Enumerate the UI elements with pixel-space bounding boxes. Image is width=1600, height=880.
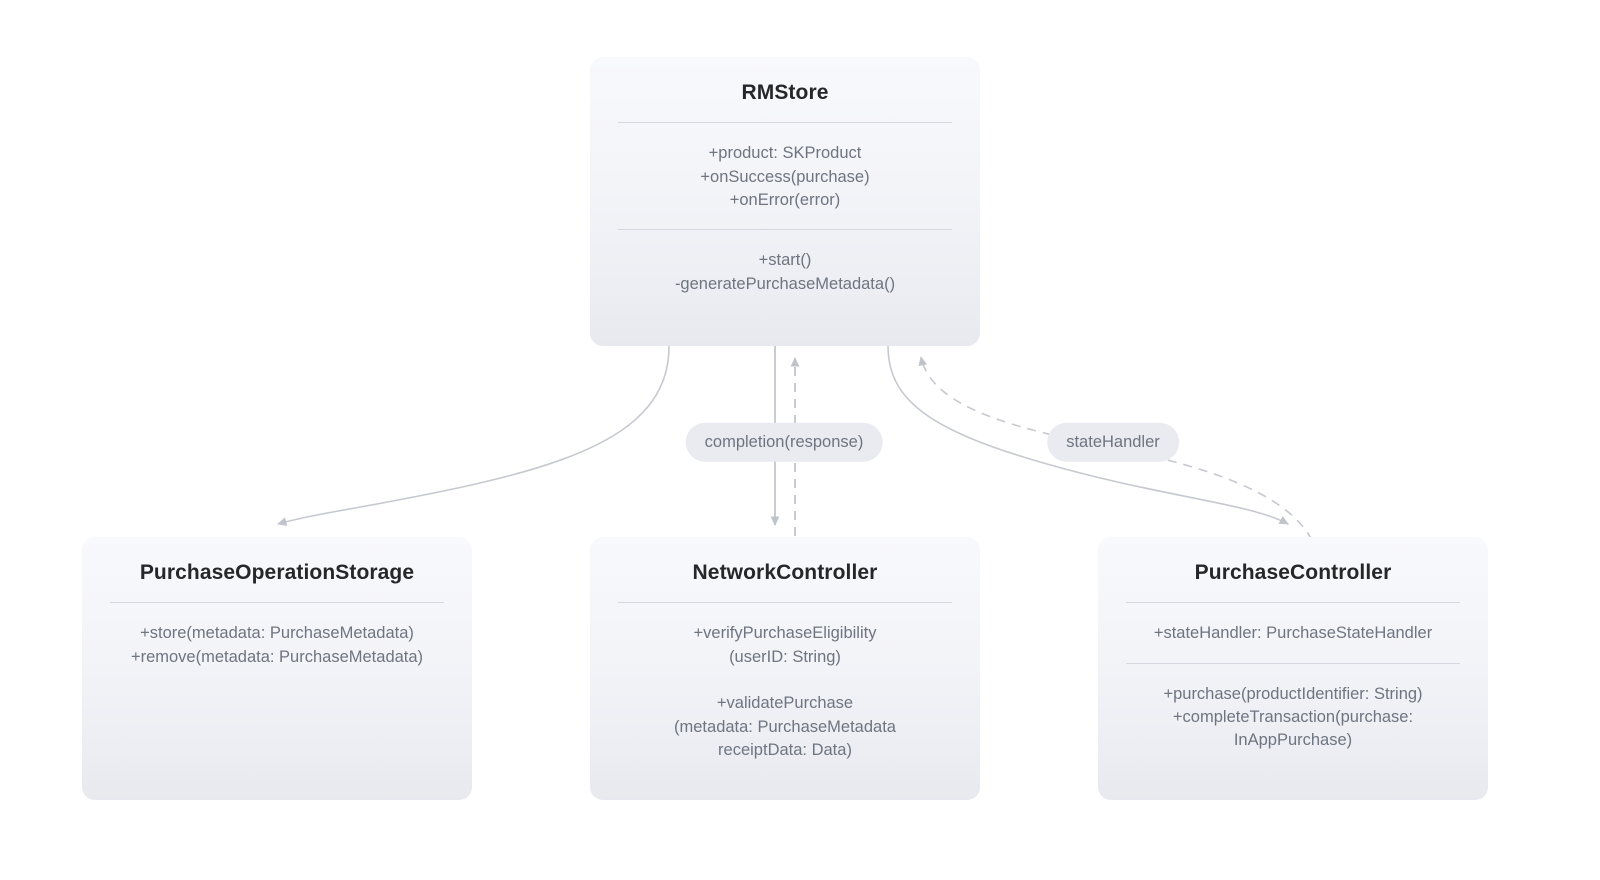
class-attributes-purchase-controller: +stateHandler: PurchaseStateHandler: [1153, 624, 1433, 643]
class-title-network-controller: NetworkController: [692, 561, 878, 584]
edge-label-state-handler[interactable]: stateHandler: [1047, 422, 1179, 462]
compartment-divider: [110, 602, 444, 604]
box-spacer: [82, 669, 472, 800]
class-box-purchase-controller[interactable]: PurchaseController +stateHandler: Purcha…: [1098, 537, 1488, 800]
class-operations-network-controller: +verifyPurchaseEligibility (userID: Stri…: [674, 624, 896, 760]
class-title-rmstore: RMStore: [741, 81, 829, 104]
box-spacer: [1098, 753, 1488, 800]
compartment-divider: [618, 229, 952, 231]
class-title-purchase-operation-storage: PurchaseOperationStorage: [139, 561, 415, 584]
class-title-purchase-controller: PurchaseController: [1194, 561, 1392, 584]
edge-label-completion[interactable]: completion(response): [685, 422, 883, 462]
class-operations-rmstore: +start() -generatePurchaseMetadata(): [674, 251, 896, 293]
class-box-rmstore[interactable]: RMStore +product: SKProduct +onSuccess(p…: [590, 57, 980, 346]
edge-rmstore-to-purchase-operation-storage: [277, 345, 670, 526]
class-operations-purchase-operation-storage: +store(metadata: PurchaseMetadata) +remo…: [130, 624, 424, 666]
class-box-purchase-operation-storage[interactable]: PurchaseOperationStorage +store(metadata…: [82, 537, 472, 800]
compartment-divider: [1126, 662, 1460, 664]
compartment-divider: [618, 602, 952, 604]
box-spacer: [590, 763, 980, 800]
class-attributes-rmstore: +product: SKProduct +onSuccess(purchase)…: [700, 144, 870, 210]
class-box-network-controller[interactable]: NetworkController +verifyPurchaseEligibi…: [590, 537, 980, 800]
compartment-divider: [1126, 602, 1460, 604]
class-operations-purchase-controller: +purchase(productIdentifier: String) +co…: [1163, 684, 1423, 750]
compartment-divider: [618, 122, 952, 124]
box-spacer: [590, 296, 980, 346]
